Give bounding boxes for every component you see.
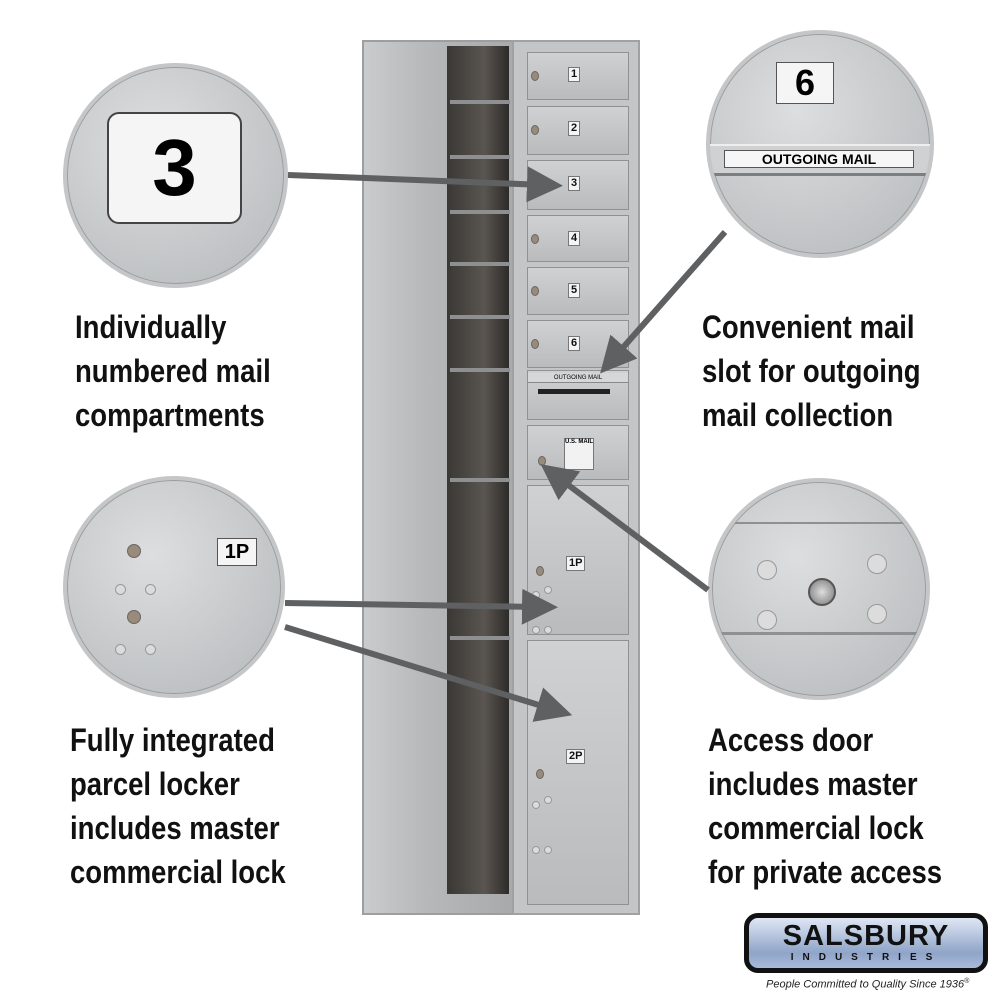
zoom-outgoing-label: OUTGOING MAIL	[724, 150, 914, 168]
compartment-2[interactable]: 2	[527, 106, 629, 155]
caption-line: Fully integrated	[70, 722, 275, 758]
lock-icon	[531, 339, 539, 349]
shelf	[450, 368, 510, 372]
caption-line: numbered mail	[75, 353, 271, 389]
slot-opening	[538, 389, 610, 394]
outgoing-label: OUTGOING MAIL	[528, 373, 628, 383]
arrow-to-parcel-1p	[284, 588, 558, 625]
caption-access: Access door includes master commercial loc…	[708, 718, 942, 894]
rivet	[544, 846, 552, 854]
zoom-circle-outgoing: 6 OUTGOING MAIL	[706, 30, 934, 258]
lock-icon	[536, 566, 544, 576]
outgoing-mail-slot[interactable]: OUTGOING MAIL	[527, 370, 629, 420]
caption-line: includes master	[70, 810, 280, 846]
rivet	[544, 626, 552, 634]
mailbox-interior	[447, 46, 509, 894]
caption-line: mail collection	[702, 397, 894, 433]
parcel-locker-2p[interactable]: 2P	[527, 640, 629, 905]
shelf	[450, 155, 510, 159]
compartment-number: 5	[568, 283, 581, 298]
parcel-number: 2P	[566, 749, 586, 764]
caption-line: Convenient mail	[702, 309, 915, 345]
logo-name: SALSBURY	[782, 920, 950, 952]
shelf	[450, 210, 510, 214]
logo-tagline: People Committed to Quality Since 1936®	[766, 978, 969, 991]
arrow-to-compartment-3	[287, 166, 563, 203]
caption-line: commercial lock	[708, 810, 924, 846]
lock-icon	[127, 610, 141, 624]
compartment-number: 1	[568, 67, 581, 82]
lock-icon	[808, 578, 836, 606]
compartment-number: 3	[568, 176, 581, 191]
lock-icon	[536, 769, 544, 779]
caption-parcel: Fully integrated parcel locker includes ma…	[70, 718, 286, 894]
parcel-number: 1P	[566, 556, 586, 571]
rivet	[867, 604, 887, 624]
caption-line: Individually	[75, 309, 227, 345]
caption-line: parcel locker	[70, 766, 240, 802]
compartment-5[interactable]: 5	[527, 267, 629, 315]
shelf	[450, 315, 510, 319]
compartment-number: 2	[568, 121, 581, 136]
caption-line: compartments	[75, 397, 265, 433]
shelf	[450, 636, 510, 640]
rivet	[532, 801, 540, 809]
caption-line: for private access	[708, 854, 943, 890]
caption-numbered: Individually numbered mail compartments	[75, 305, 271, 437]
shelf	[450, 100, 510, 104]
rivet	[532, 846, 540, 854]
lock-icon	[531, 125, 539, 135]
compartment-4[interactable]: 4	[527, 215, 629, 262]
rivet	[757, 610, 777, 630]
logo-sub: INDUSTRIES	[790, 952, 942, 963]
arrow-to-parcel-2p	[284, 624, 573, 722]
lock-icon	[531, 286, 539, 296]
lock-icon	[531, 71, 539, 81]
zoom-circle-parcel: 1P	[63, 476, 285, 698]
zoom-number-label: 6	[776, 62, 834, 104]
rivet	[757, 560, 777, 580]
caption-line: Access door	[708, 722, 874, 758]
shelf	[450, 262, 510, 266]
rivet	[532, 626, 540, 634]
arrow-to-access-door	[540, 464, 710, 593]
zoom-circle-number: 3	[63, 63, 288, 288]
caption-line: commercial lock	[70, 854, 286, 890]
compartment-number: 4	[568, 231, 581, 246]
rivet	[544, 796, 552, 804]
tagline-text: People Committed to Quality Since 1936	[766, 978, 965, 991]
caption-line: includes master	[708, 766, 918, 802]
compartment-number: 6	[568, 336, 581, 351]
caption-outgoing: Convenient mail slot for outgoing mail col…	[702, 305, 921, 437]
shelf	[450, 478, 510, 482]
zoom-circle-access	[708, 478, 930, 700]
lock-icon	[127, 544, 141, 558]
zoom-parcel-label: 1P	[217, 538, 257, 566]
registered-mark: ®	[964, 978, 970, 985]
caption-line: slot for outgoing	[702, 353, 921, 389]
lock-icon	[531, 234, 539, 244]
rivet	[867, 554, 887, 574]
compartment-1[interactable]: 1	[527, 52, 629, 100]
salsbury-logo: SALSBURY INDUSTRIES	[744, 913, 988, 973]
arrow-to-outgoing-slot	[600, 230, 728, 374]
zoom-number-label: 3	[107, 112, 242, 224]
